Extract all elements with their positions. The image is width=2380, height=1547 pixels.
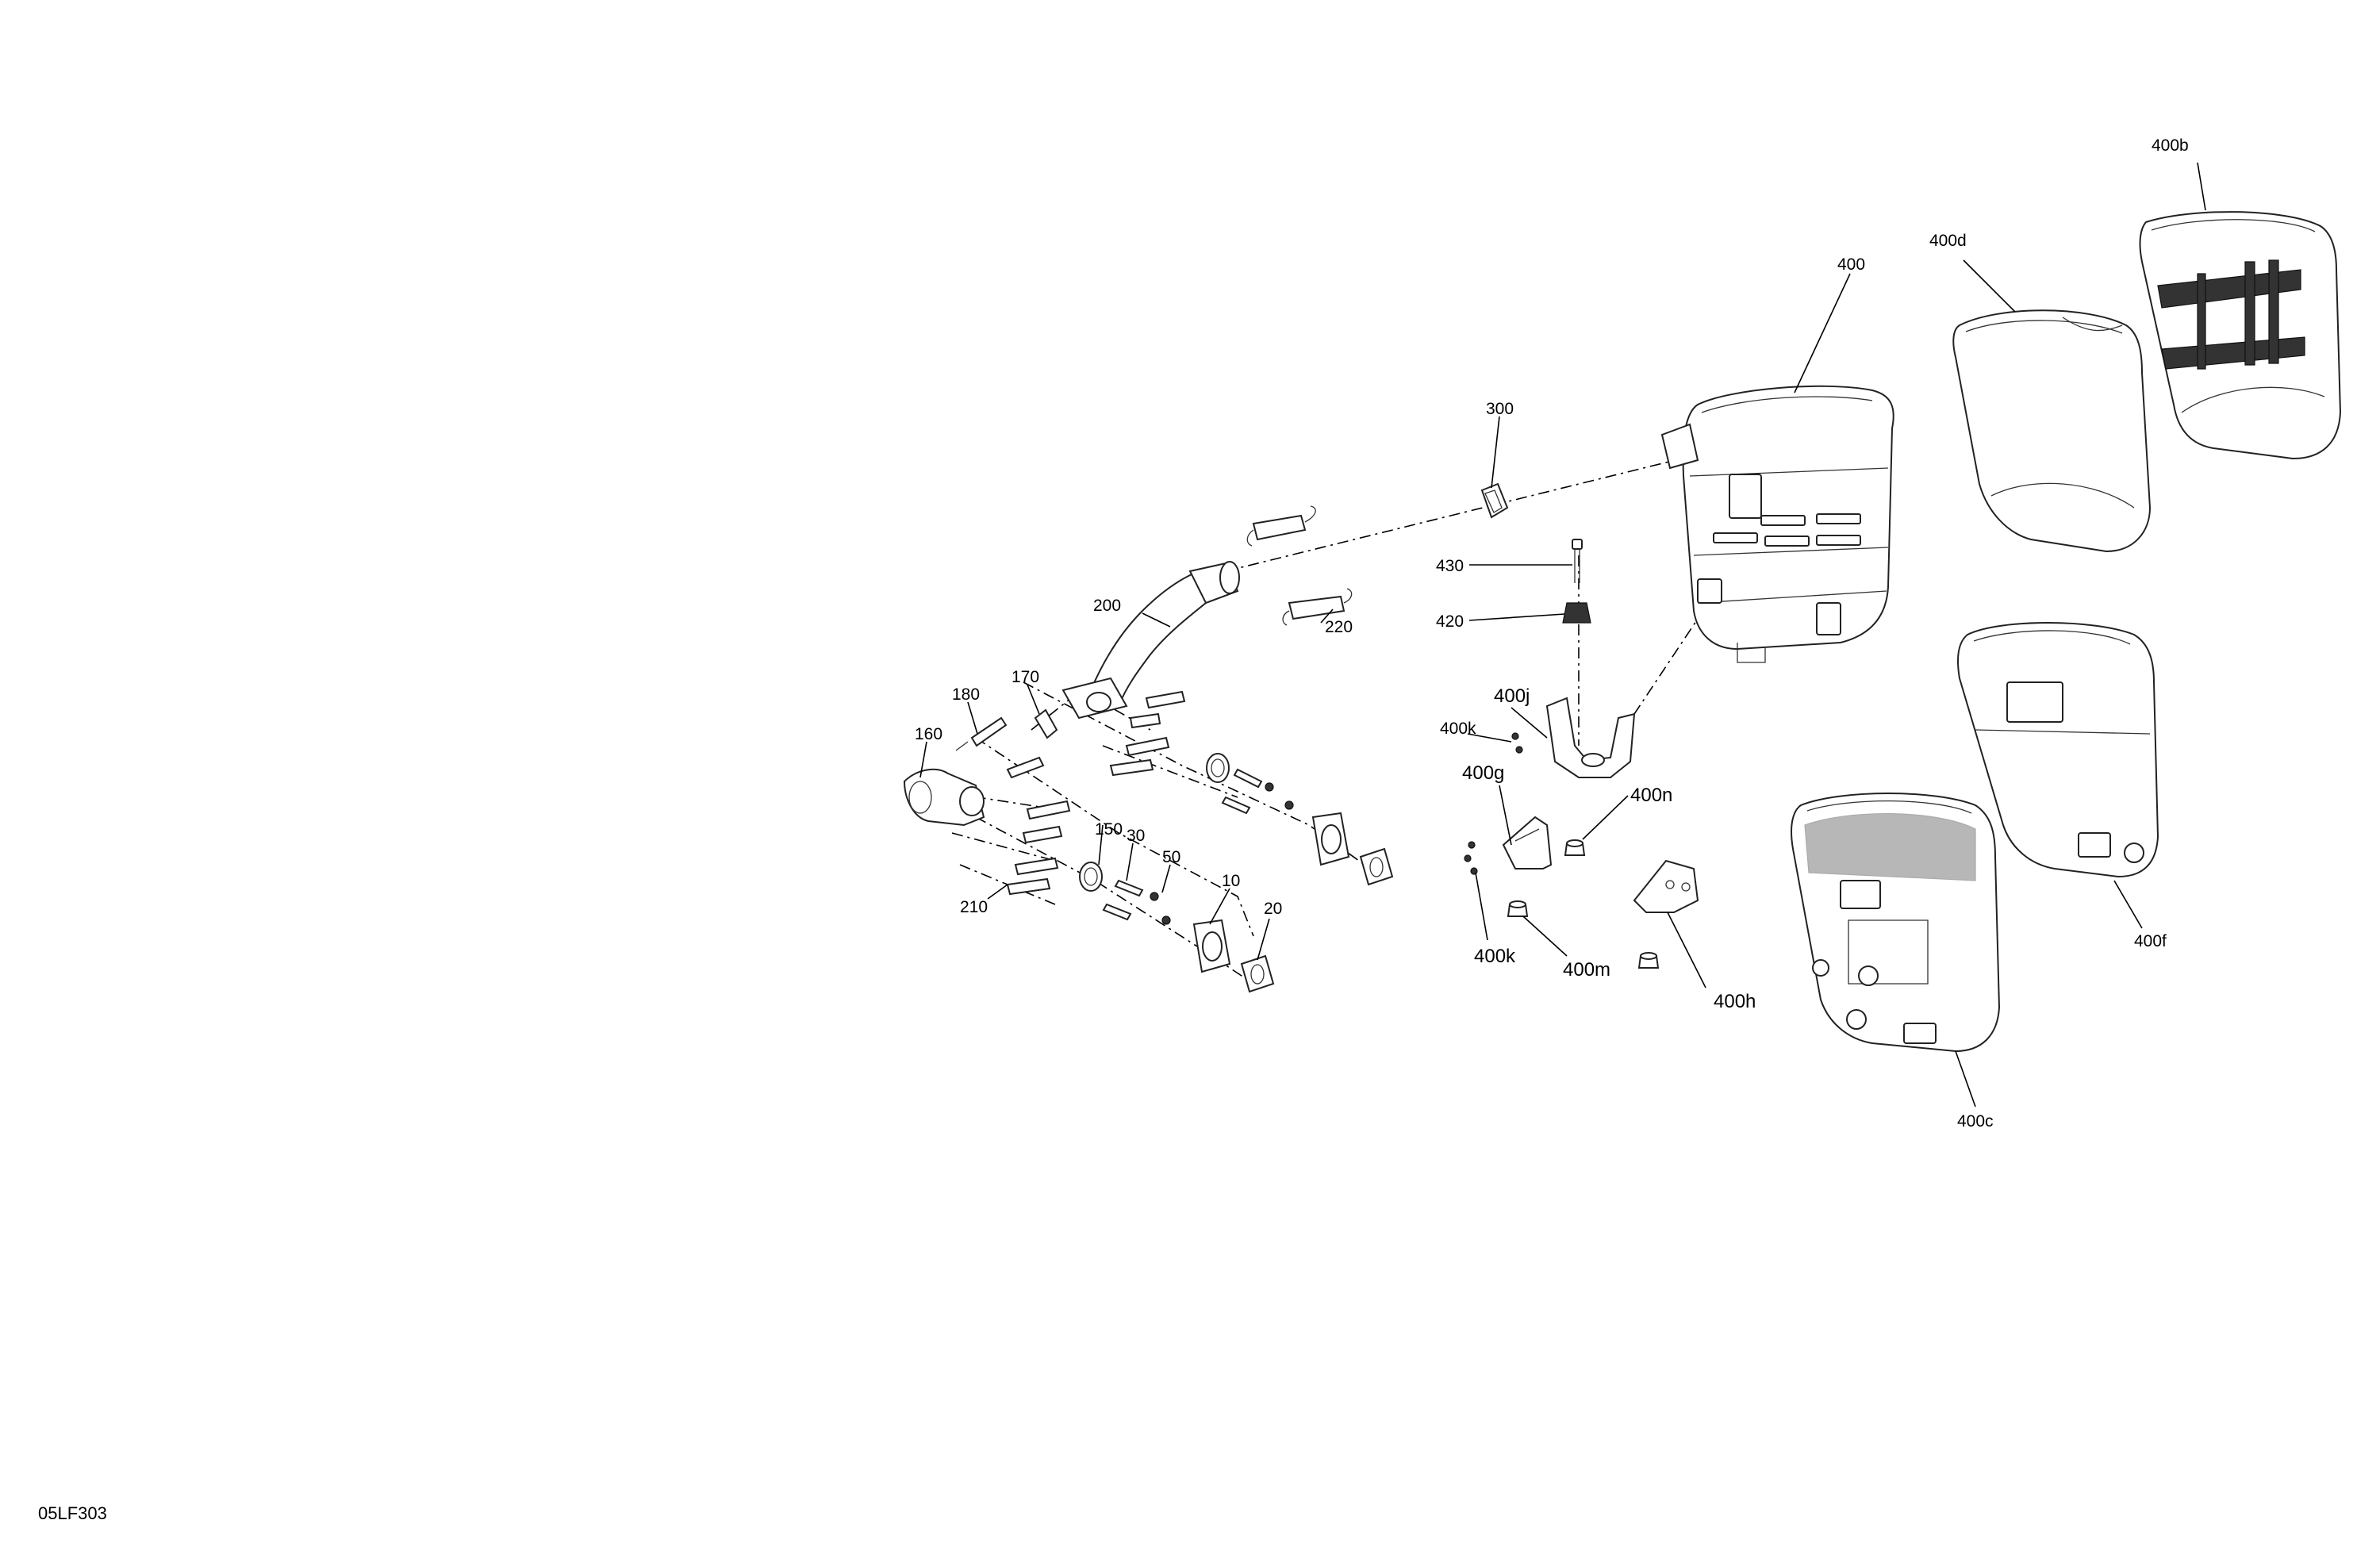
part-400d-heat-shield <box>1952 309 2152 553</box>
part-400j-bracket <box>1545 697 1636 778</box>
callout-170: 170 <box>1012 668 1039 686</box>
callout-210: 210 <box>960 898 988 916</box>
callout-180: 180 <box>952 685 980 704</box>
callout-220: 220 <box>1325 618 1353 636</box>
part-400-muffler <box>1660 385 1894 663</box>
part-220-spring <box>1246 505 1353 626</box>
callout-400k-bottom: 400k <box>1474 946 1516 967</box>
part-400m-grommet-lower <box>1637 952 1660 969</box>
part-400g-bracket <box>1502 816 1553 869</box>
callout-400m: 400m <box>1563 959 1610 981</box>
part-400n-grommet <box>1564 839 1586 856</box>
callout-10: 10 <box>1222 872 1240 890</box>
part-400m-grommet-upper <box>1507 900 1529 917</box>
assembly-lines <box>951 458 1730 985</box>
part-400f-cover <box>1957 622 2159 878</box>
part-10-flange <box>1192 812 1350 973</box>
callout-420: 420 <box>1436 612 1464 631</box>
callout-430: 430 <box>1436 557 1464 575</box>
callout-400c: 400c <box>1957 1112 1994 1130</box>
part-160-manifold <box>903 768 985 827</box>
part-30-bolts <box>1102 768 1263 921</box>
callout-400: 400 <box>1837 255 1865 274</box>
callout-400f: 400f <box>2134 932 2167 950</box>
callout-400b: 400b <box>2152 136 2189 155</box>
callout-150: 150 <box>1095 820 1123 839</box>
callout-30: 30 <box>1127 827 1145 845</box>
part-300-gasket <box>1480 482 1509 519</box>
callout-200: 200 <box>1093 597 1121 615</box>
part-400c-cover <box>1791 793 2001 1053</box>
part-150-gasket <box>1079 753 1230 892</box>
callout-20: 20 <box>1264 900 1282 918</box>
part-430-bolt <box>1572 539 1583 583</box>
part-20-gasket <box>1240 847 1394 993</box>
callout-50: 50 <box>1162 848 1180 866</box>
part-200-exhaust-pipe <box>1061 561 1240 720</box>
callout-400j: 400j <box>1494 685 1530 707</box>
callout-400h: 400h <box>1714 991 1756 1012</box>
callout-160: 160 <box>915 725 942 743</box>
callout-400n: 400n <box>1630 785 1672 806</box>
callout-400g: 400g <box>1462 762 1504 784</box>
part-400h-bracket <box>1633 859 1699 913</box>
callout-300: 300 <box>1486 400 1514 418</box>
part-180-stud <box>955 716 1008 751</box>
callout-400k-top: 400k <box>1440 720 1476 738</box>
callout-labels: 300 400 400b 400d 400f 400c 430 420 400j… <box>915 136 2189 1130</box>
leader-lines <box>919 162 2206 1107</box>
callout-400d: 400d <box>1929 232 1967 250</box>
part-50-nuts <box>1150 782 1294 925</box>
part-400b-cover <box>2139 211 2342 460</box>
part-420-spring <box>1562 602 1591 624</box>
part-170-gasket <box>1034 708 1058 739</box>
part-400k-nuts <box>1464 732 1523 875</box>
part-210-studs <box>1006 690 1186 896</box>
figure-reference-code: 05LF303 <box>38 1503 107 1523</box>
